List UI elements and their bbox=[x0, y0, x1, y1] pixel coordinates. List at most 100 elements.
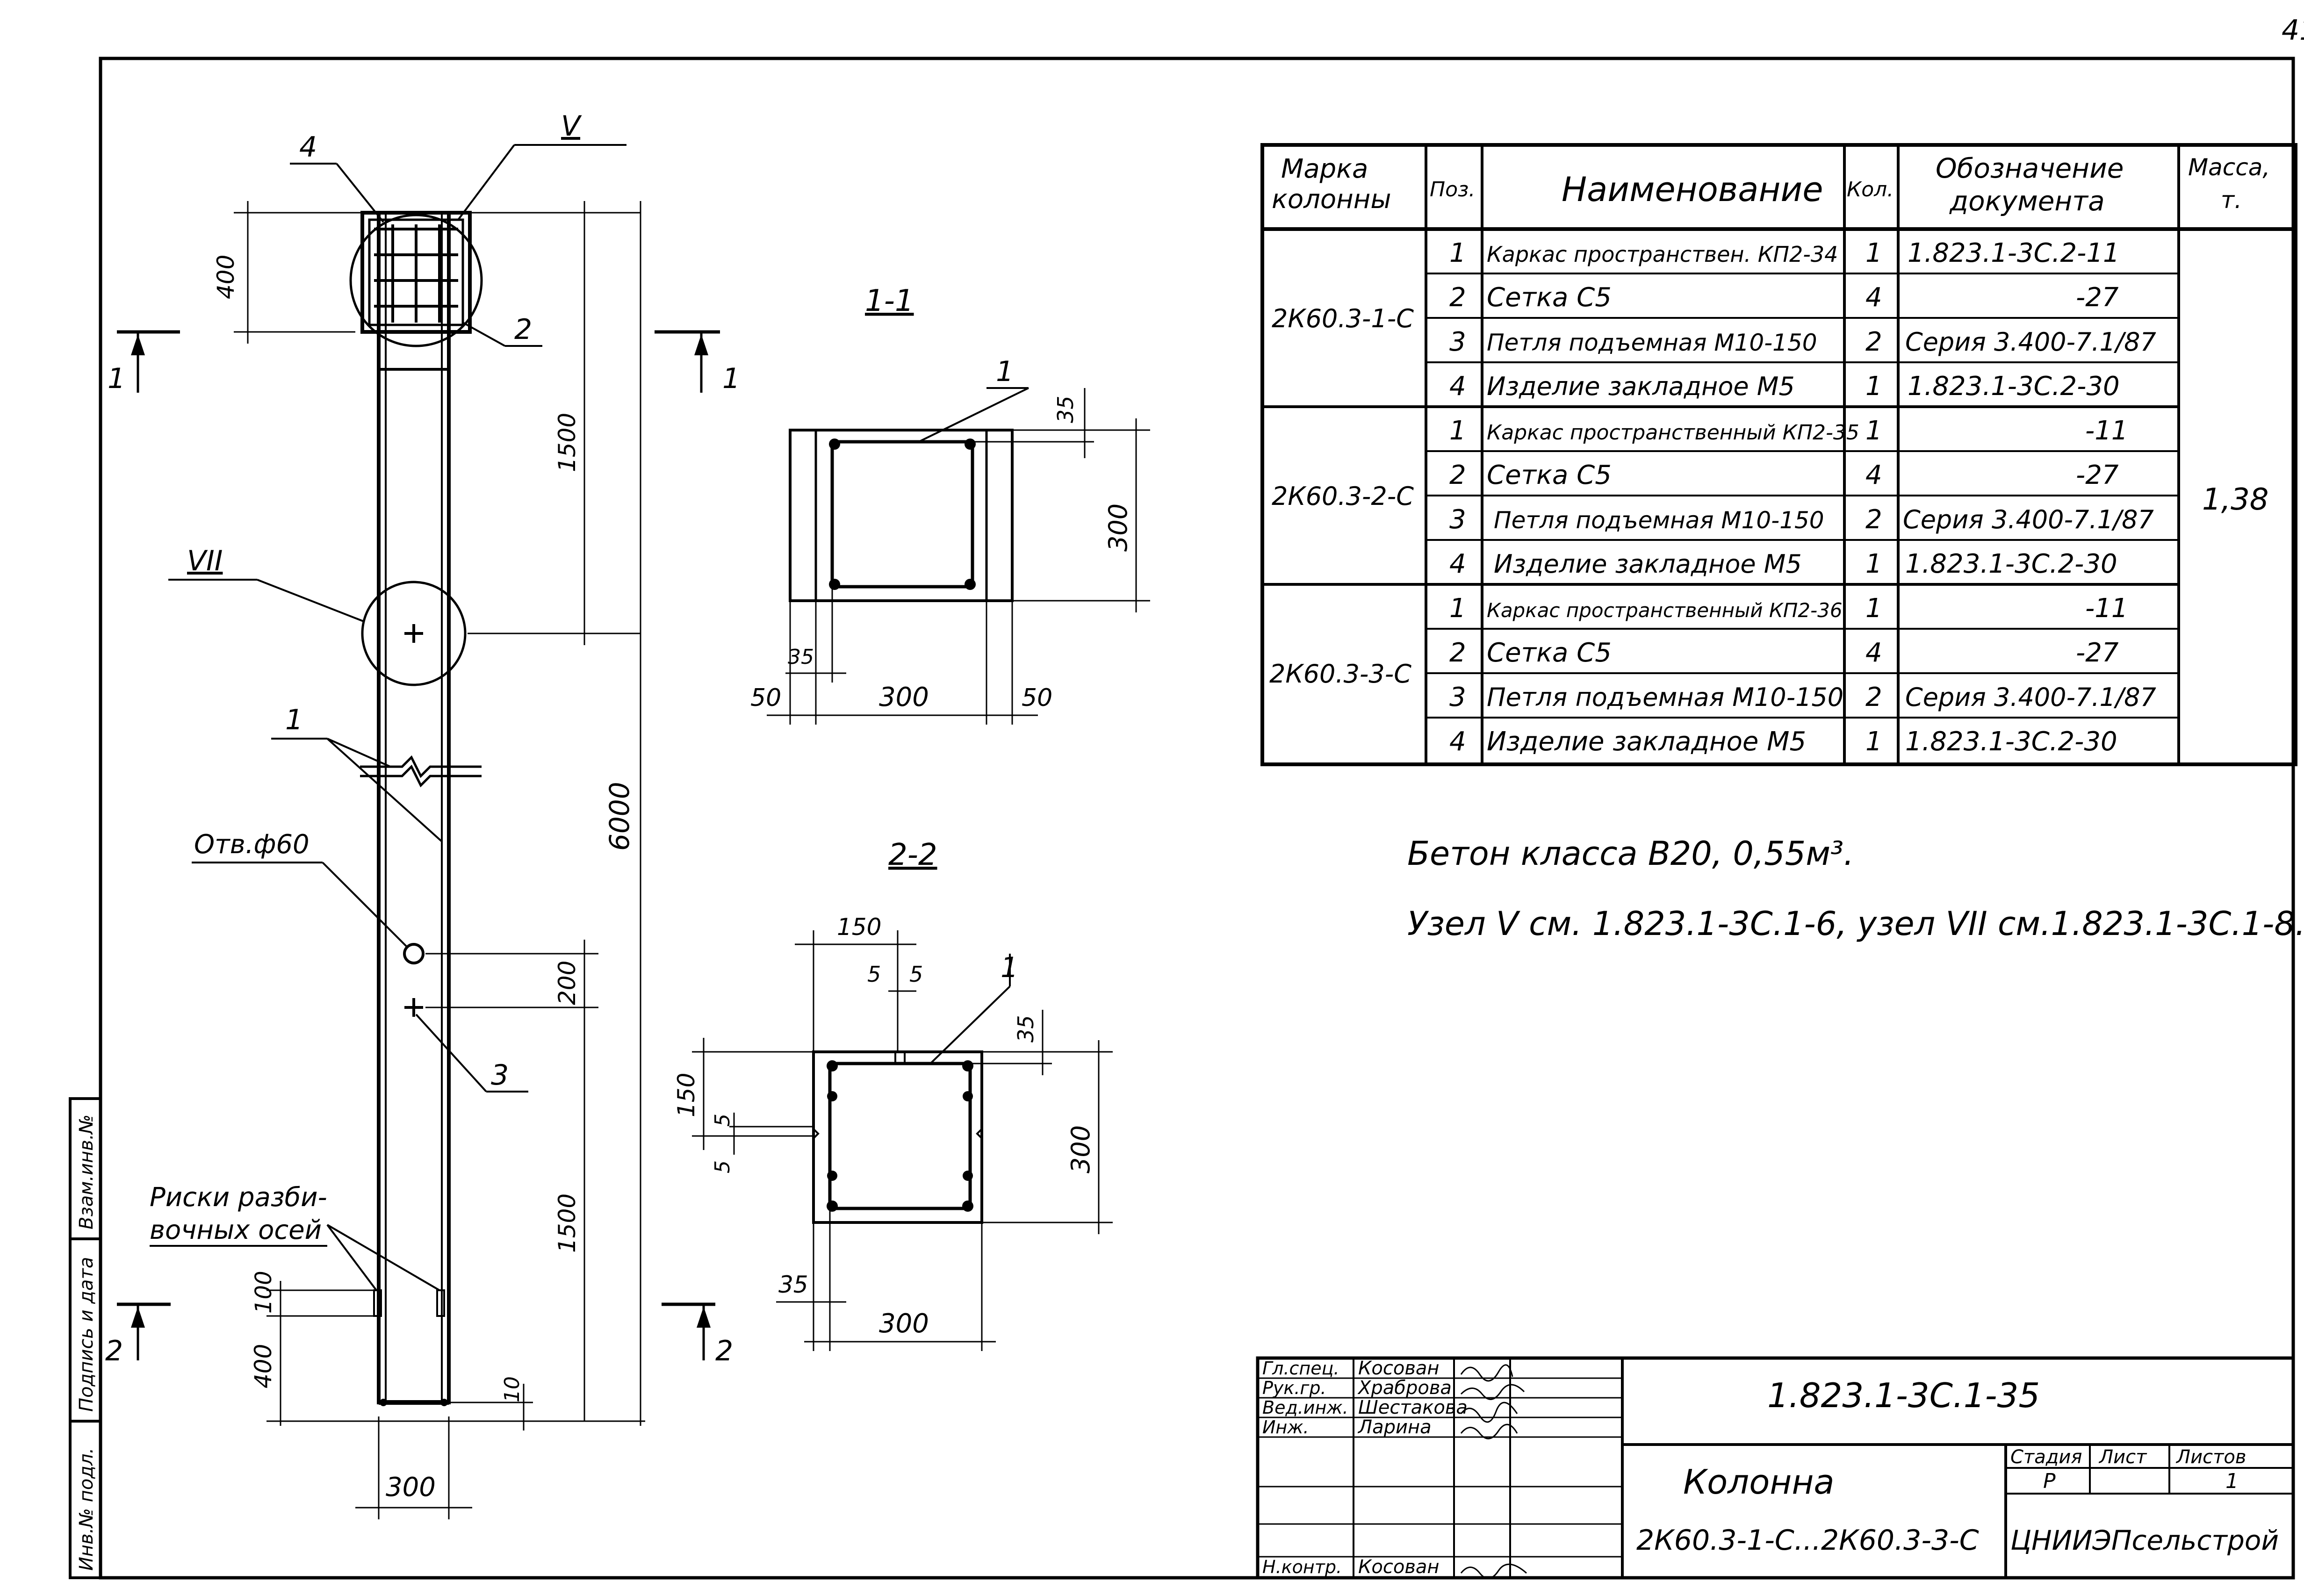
th-name: Наименование bbox=[1562, 170, 1823, 209]
th-mark-2: колонны bbox=[1272, 184, 1391, 215]
group-3-mark: 2К60.3-3-С bbox=[1269, 659, 1411, 689]
g3r2-pos: 2 bbox=[1449, 638, 1466, 668]
section-2-d5-left-a: 5 bbox=[711, 1114, 734, 1127]
g1r2-name: Сетка С5 bbox=[1487, 282, 1612, 313]
staff-role-2: Рук.гр. bbox=[1262, 1378, 1326, 1398]
axis-marks-label-1: Риски разби- bbox=[150, 1182, 327, 1213]
page-number: 41 bbox=[2282, 14, 2304, 47]
section-1-d300-right: 300 bbox=[1103, 503, 1133, 552]
staff-name-7: Косован bbox=[1358, 1556, 1440, 1578]
stage-value: Р bbox=[2043, 1469, 2056, 1493]
section-2-d150-top: 150 bbox=[837, 913, 881, 941]
g2r1-name: Каркас пространственный КП2-35 bbox=[1487, 421, 1859, 445]
section-1-d35-top: 35 bbox=[1053, 395, 1078, 423]
g1r3-doc: Серия 3.400-7.1/87 bbox=[1905, 327, 2156, 357]
title-block: Гл.спец. Косован Рук.гр. Храброва Вед.ин… bbox=[1256, 1356, 2295, 1580]
drawing-title: Колонна bbox=[1683, 1462, 1835, 1502]
section-2-d35-bottom: 35 bbox=[778, 1271, 808, 1298]
g2r3-doc: Серия 3.400-7.1/87 bbox=[1903, 505, 2154, 534]
dim-100-bottom: 100 bbox=[251, 1271, 277, 1314]
g2r1-qty: 1 bbox=[1865, 416, 1882, 446]
g1r1-pos: 1 bbox=[1449, 238, 1466, 268]
th-mass-2: т. bbox=[2221, 187, 2242, 214]
sheets-value: 1 bbox=[2225, 1469, 2239, 1493]
g2r2-pos: 2 bbox=[1449, 460, 1466, 490]
section-2-d300-bottom: 300 bbox=[879, 1308, 929, 1339]
sheets-label: Листов bbox=[2175, 1446, 2246, 1468]
g3r3-name: Петля подъемная М10-150 bbox=[1487, 683, 1843, 712]
dim-1500-bottom: 1500 bbox=[554, 1193, 581, 1253]
g3r4-name: Изделие закладное М5 bbox=[1487, 726, 1806, 757]
note-concrete: Бетон класса В20, 0,55м³. bbox=[1407, 834, 1854, 873]
g2r4-doc: 1.823.1-3С.2-30 bbox=[1905, 549, 2117, 579]
th-qty: Кол. bbox=[1847, 178, 1894, 201]
g3r3-doc: Серия 3.400-7.1/87 bbox=[1905, 683, 2156, 712]
group-2-mark: 2К60.3-2-С bbox=[1272, 482, 1414, 511]
staff-name-2: Храброва bbox=[1357, 1377, 1452, 1399]
sheet-frame bbox=[99, 57, 2295, 1580]
g1r4-pos: 4 bbox=[1449, 371, 1466, 402]
th-doc-1: Обозначение bbox=[1936, 152, 2124, 184]
g3r4-pos: 4 bbox=[1449, 726, 1466, 757]
signatures bbox=[1460, 1364, 1527, 1579]
section-2-d5b: 5 bbox=[909, 962, 923, 987]
callout-3: 3 bbox=[491, 1059, 509, 1092]
g1r2-qty: 4 bbox=[1865, 282, 1882, 313]
notes: Бетон класса В20, 0,55м³. Узел V см. 1.8… bbox=[1407, 834, 2304, 943]
g1r3-pos: 3 bbox=[1449, 327, 1466, 357]
g3r2-name: Сетка С5 bbox=[1487, 638, 1612, 668]
g2r4-qty: 1 bbox=[1865, 549, 1882, 579]
section-2-d150-left: 150 bbox=[673, 1073, 700, 1117]
g2r1-pos: 1 bbox=[1449, 416, 1466, 446]
dim-width-300: 300 bbox=[386, 1472, 436, 1503]
staff-name-4: Ларина bbox=[1357, 1416, 1432, 1438]
section-mark-right-2: 2 bbox=[715, 1335, 733, 1367]
callout-1: 1 bbox=[285, 704, 303, 736]
g3r2-doc: -27 bbox=[2076, 638, 2119, 668]
g2r4-pos: 4 bbox=[1449, 549, 1466, 579]
g3r4-qty: 1 bbox=[1865, 726, 1882, 757]
node-v-label: V bbox=[561, 110, 582, 143]
staff-role-4: Инж. bbox=[1262, 1417, 1309, 1438]
g2r2-doc: -27 bbox=[2076, 460, 2119, 490]
section-1-leader: 1 bbox=[996, 355, 1014, 388]
staff-role-1: Гл.спец. bbox=[1262, 1358, 1339, 1379]
th-doc-2: документа bbox=[1949, 185, 2105, 217]
g3r1-qty: 1 bbox=[1865, 593, 1882, 624]
section-2-2: 2-2 1 150 5 5 35 300 150 bbox=[673, 838, 1113, 1351]
sheet-label: Лист bbox=[2098, 1446, 2147, 1468]
g1r2-doc: -27 bbox=[2076, 282, 2119, 313]
g1r1-qty: 1 bbox=[1865, 238, 1882, 268]
stamp-inv-orig: Инв.№ подл. bbox=[76, 1448, 97, 1571]
section-1-d50-right: 50 bbox=[1022, 684, 1052, 712]
dim-6000: 6000 bbox=[604, 782, 635, 851]
g3r1-pos: 1 bbox=[1449, 593, 1466, 624]
g1r4-doc: 1.823.1-3С.2-30 bbox=[1908, 371, 2120, 402]
staff-role-3: Вед.инж. bbox=[1262, 1397, 1348, 1418]
g1r4-name: Изделие закладное М5 bbox=[1487, 372, 1795, 401]
g2r2-name: Сетка С5 bbox=[1487, 460, 1612, 490]
g1r3-name: Петля подъемная М10-150 bbox=[1487, 329, 1817, 356]
g3r4-doc: 1.823.1-3С.2-30 bbox=[1905, 726, 2117, 757]
doc-code: 1.823.1-3С.1-35 bbox=[1767, 1376, 2040, 1415]
g3r2-qty: 4 bbox=[1865, 638, 1882, 668]
elevation-dimensions: 400 1500 6000 200 1500 100 400 10 300 bbox=[212, 201, 645, 1519]
spec-table: Марка колонны Поз. Наименование Кол. Обо… bbox=[1260, 143, 2297, 766]
stage-label: Стадия bbox=[2010, 1446, 2082, 1468]
staff-name-1: Косован bbox=[1358, 1358, 1440, 1379]
section-1-d50-left: 50 bbox=[750, 684, 781, 712]
g3r1-name: Каркас пространственный КП2-36 bbox=[1487, 599, 1843, 622]
g2r3-pos: 3 bbox=[1449, 504, 1466, 535]
g1r4-qty: 1 bbox=[1865, 371, 1882, 402]
g3r3-qty: 2 bbox=[1865, 682, 1882, 712]
g2r2-qty: 4 bbox=[1865, 460, 1882, 490]
section-1-d35-left: 35 bbox=[788, 645, 814, 669]
staff-role-7: Н.контр. bbox=[1262, 1557, 1342, 1577]
section-mark-right-1: 1 bbox=[722, 362, 740, 395]
g1r1-name: Каркас пространствен. КП2-34 bbox=[1487, 242, 1838, 267]
g1r1-doc: 1.823.1-3С.2-11 bbox=[1908, 238, 2120, 268]
stamp-sign-date: Подпись и дата bbox=[76, 1257, 97, 1412]
section-2-d5a: 5 bbox=[867, 962, 881, 987]
note-nodes: Узел V см. 1.823.1-3С.1-6, узел VII см.1… bbox=[1407, 905, 2304, 943]
